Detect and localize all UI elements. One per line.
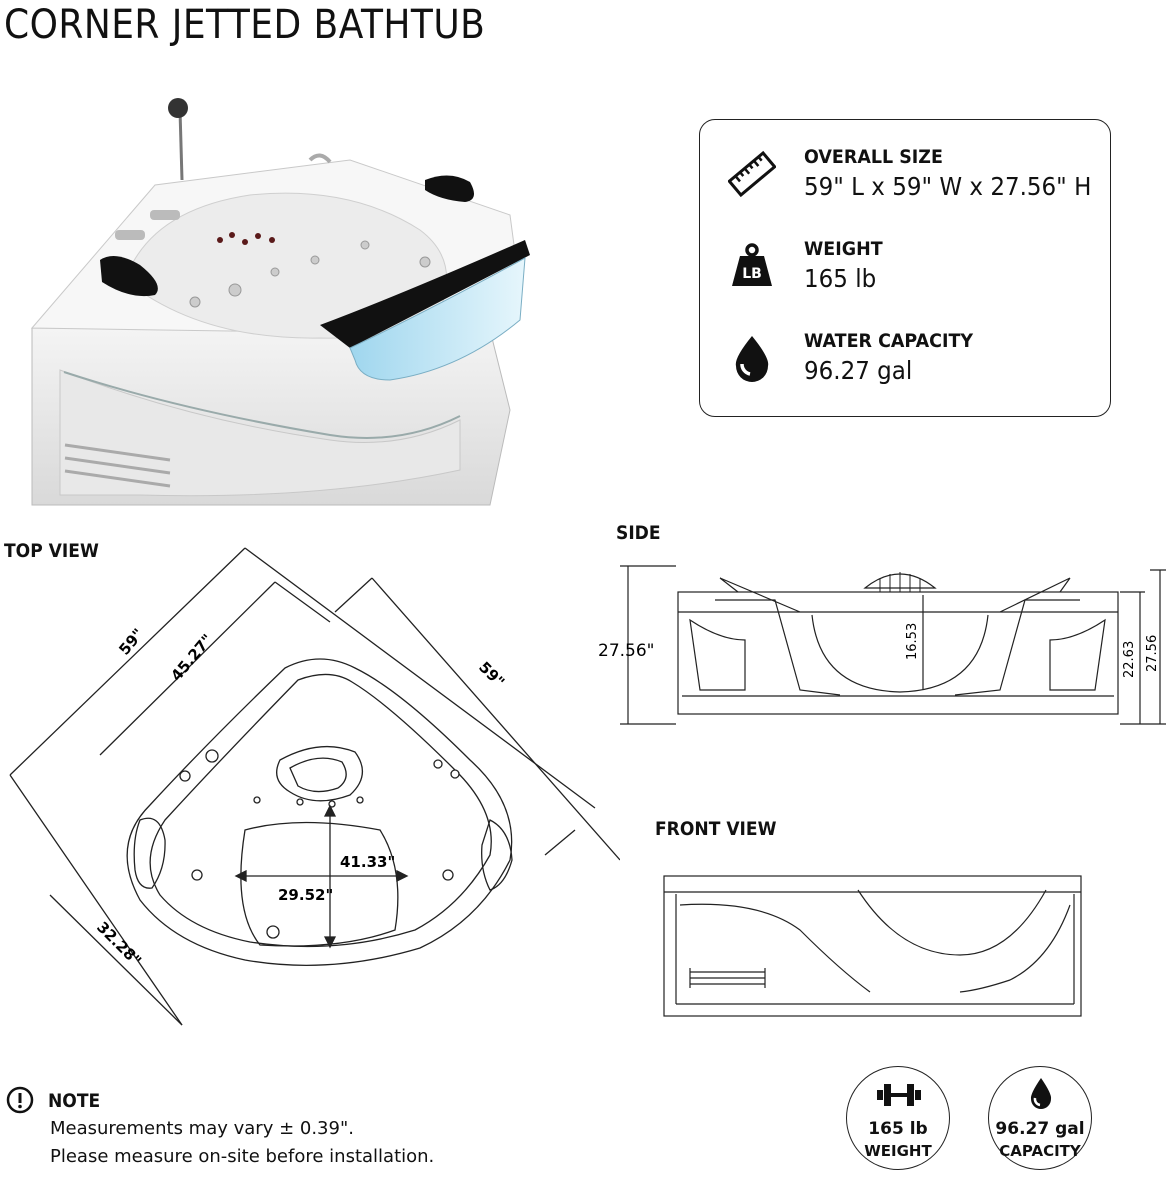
water-drop-icon [1030, 1078, 1052, 1109]
dim-inner-45-27: 45.27" [167, 631, 216, 685]
spec-water-capacity: WATER CAPACITY 96.27 gal [700, 324, 1110, 394]
dumbbell-icon [877, 1084, 921, 1106]
side-view-heading: SIDE [616, 522, 661, 544]
dim-length-41-33: 41.33" [340, 853, 395, 871]
spec-value: 165 lb [804, 264, 877, 293]
product-photo [30, 98, 530, 506]
top-view-heading: TOP VIEW [4, 540, 99, 562]
spec-value: 59" L x 59" W x 27.56" H [804, 172, 1092, 201]
note-line-2: Please measure on-site before installati… [50, 1146, 435, 1167]
dim-total-height: 27.56" [598, 641, 655, 661]
note-line-1: Measurements may vary ± 0.39". [50, 1118, 354, 1139]
spec-overall-size: OVERALL SIZE 59" L x 59" W x 27.56" H [700, 140, 1110, 210]
spec-weight: LB WEIGHT 165 lb [700, 232, 1110, 302]
note-label: NOTE [48, 1090, 101, 1112]
front-view-drawing [663, 875, 1082, 1017]
side-view-drawing: 27.56" 16.53 22.63 27.56 [598, 565, 1166, 725]
capacity-badge: 96.27 gal CAPACITY [988, 1066, 1092, 1170]
badge-value: 165 lb [868, 1119, 928, 1139]
dim-body-height: 22.63 [1122, 641, 1137, 678]
dim-right-59: 59" [475, 658, 508, 691]
dim-width-29-52: 29.52" [278, 886, 333, 904]
front-view-heading: FRONT VIEW [655, 818, 777, 840]
spec-label: OVERALL SIZE [804, 146, 943, 168]
water-drop-icon [735, 336, 769, 382]
page-title: CORNER JETTED BATHTUB [4, 2, 486, 48]
info-icon [6, 1086, 34, 1114]
dim-left-59: 59" [115, 625, 147, 659]
spec-label: WATER CAPACITY [804, 330, 974, 352]
dim-right-height: 27.56 [1145, 635, 1160, 672]
spec-box: OVERALL SIZE 59" L x 59" W x 27.56" H LB… [699, 119, 1111, 417]
weight-lb-icon: LB [732, 243, 772, 286]
spec-value: 96.27 gal [804, 356, 913, 385]
badge-label: CAPACITY [999, 1142, 1081, 1160]
spec-label: WEIGHT [804, 238, 883, 260]
top-view-drawing: 59" 45.27" 59" 32.28" 41.33" 29.52" [9, 547, 620, 1026]
weight-badge: 165 lb WEIGHT [846, 1066, 950, 1170]
badge-value: 96.27 gal [995, 1119, 1085, 1139]
ruler-icon [728, 150, 776, 198]
badge-label: WEIGHT [864, 1142, 932, 1160]
dim-basin-depth: 16.53 [905, 623, 920, 660]
svg-text:LB: LB [742, 266, 762, 282]
